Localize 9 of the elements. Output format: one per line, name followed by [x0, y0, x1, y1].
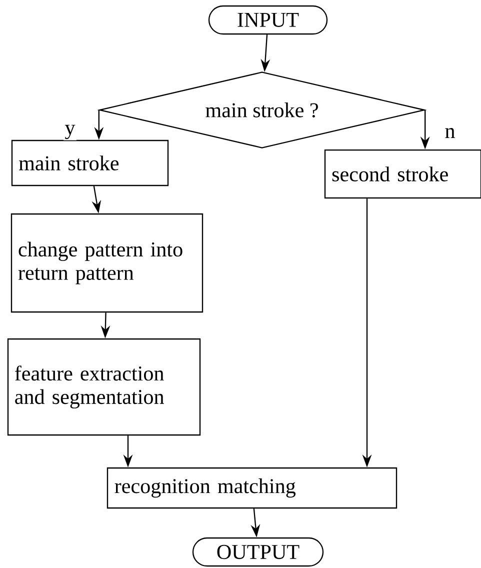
process-box: feature extraction and segmentation: [7, 338, 201, 436]
process-box: main stroke: [11, 140, 169, 186]
terminal-box: OUTPUT: [192, 537, 324, 567]
edge-label: n: [445, 128, 455, 138]
terminal-box: INPUT: [208, 5, 328, 35]
process-box: second stroke: [324, 149, 481, 199]
process-box: change pattern into return pattern: [10, 213, 204, 313]
edge-label: y: [64, 124, 76, 140]
process-box: recognition matching: [106, 467, 398, 509]
